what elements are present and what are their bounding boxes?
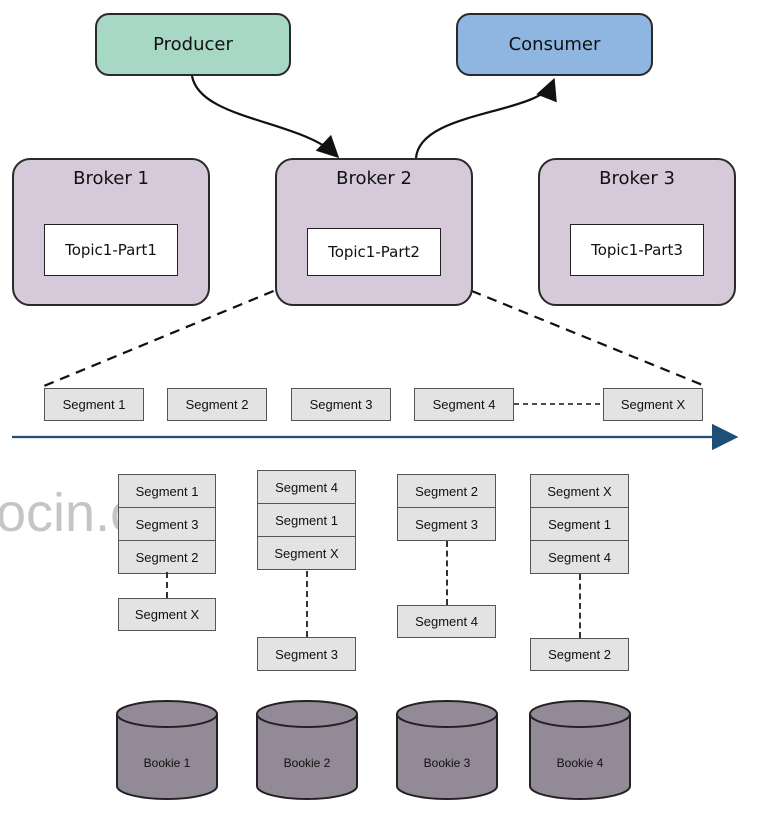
stored-segment: Segment 1 [119,475,215,508]
producer-to-broker-arrow [190,75,340,159]
timeline-segment: Segment 2 [167,388,267,421]
broker-to-consumer-arrow [414,77,557,159]
timeline-segment: Segment X [603,388,703,421]
stored-segment: Segment 4 [258,471,355,504]
topic-partition-2: Topic1-Part2 [307,228,441,276]
stored-segment: Segment 1 [531,508,628,541]
topic-partition-1: Topic1-Part1 [44,224,178,276]
broker-1: Broker 1 Topic1-Part1 [12,158,210,306]
bookie-4-segment-stack: Segment X Segment 1 Segment 4 [530,474,629,574]
stored-segment: Segment 3 [119,508,215,541]
timeline-segment: Segment 3 [291,388,391,421]
producer-node: Producer [95,13,291,76]
bookie-2-segment-stack: Segment 4 Segment 1 Segment X [257,470,356,570]
stored-segment-tail: Segment 2 [530,638,629,671]
stored-segment: Segment 4 [531,541,628,573]
broker-3-label: Broker 3 [599,168,675,189]
stored-segment-tail: Segment X [118,598,216,631]
bookie-3-label: Bookie 3 [424,756,471,770]
timeline-segment: Segment 4 [414,388,514,421]
stored-segment: Segment 3 [398,508,495,540]
bookie-3-segment-stack: Segment 2 Segment 3 [397,474,496,541]
bookie-1: Bookie 1 [116,700,218,800]
broker-2: Broker 2 Topic1-Part2 [275,158,473,306]
bookie-4-label: Bookie 4 [557,756,604,770]
stack-gap-dash [579,574,581,638]
zoom-line-right [439,276,706,388]
bookie-cylinders: Bookie 1 Bookie 2 Bookie 3 Bookie 4 [116,700,631,800]
stored-segment: Segment 1 [258,504,355,537]
bookie-1-segment-stack: Segment 1 Segment 3 Segment 2 [118,474,216,574]
stored-segment-tail: Segment 4 [397,605,496,638]
broker-2-label: Broker 2 [336,168,412,189]
topic-partition-3: Topic1-Part3 [570,224,704,276]
bookie-1-label: Bookie 1 [144,756,191,770]
stored-segment-tail: Segment 3 [257,637,356,671]
stored-segment: Segment 2 [119,541,215,573]
stack-gap-dash [166,572,168,598]
bookie-3: Bookie 3 [396,700,498,800]
bookie-2: Bookie 2 [256,700,358,800]
stored-segment: Segment X [258,537,355,569]
zoom-line-left [43,276,306,388]
consumer-node: Consumer [456,13,653,76]
broker-1-label: Broker 1 [73,168,149,189]
stack-gap-dash [306,571,308,637]
timeline-segment: Segment 1 [44,388,144,421]
bookie-4: Bookie 4 [529,700,631,800]
stored-segment: Segment 2 [398,475,495,508]
broker-3: Broker 3 Topic1-Part3 [538,158,736,306]
stored-segment: Segment X [531,475,628,508]
stack-gap-dash [446,541,448,605]
bookie-2-label: Bookie 2 [284,756,331,770]
